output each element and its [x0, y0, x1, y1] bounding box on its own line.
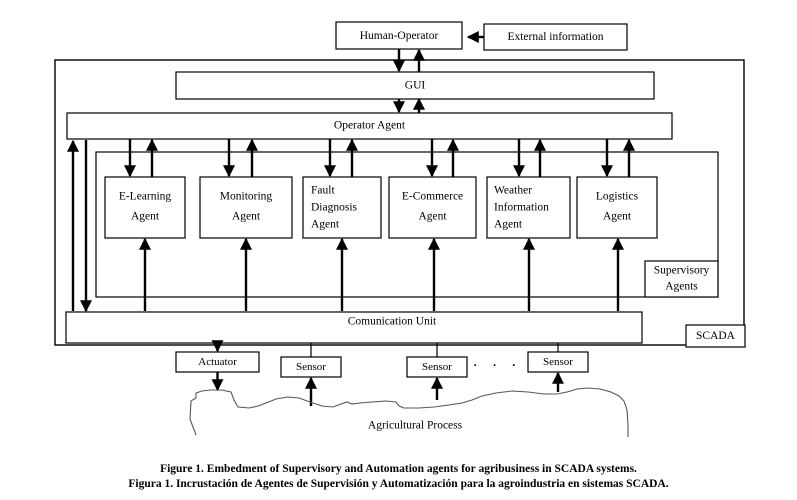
e-learning-agent-label-line2: Agent — [131, 211, 160, 223]
external-information-label: External information — [507, 31, 603, 43]
communication-unit-label: Comunication Unit — [348, 316, 437, 328]
figure-caption-english: Figure 1. Embedment of Supervisory and A… — [160, 463, 637, 475]
e-commerce-agent-label-line1: E-Commerce — [402, 191, 463, 203]
monitoring-agent-label-line1: Monitoring — [220, 191, 273, 203]
external-information-box — [483, 23, 628, 51]
logistics-agent-label-line2: Agent — [603, 211, 632, 223]
supervisory-agents-label-line1: Supervisory — [654, 265, 710, 277]
human-operator-box — [335, 21, 463, 50]
sensor-1-label: Sensor — [296, 361, 326, 373]
scada-label-box — [685, 324, 746, 348]
actuator-label: Actuator — [198, 356, 237, 368]
sensor-2-label: Sensor — [422, 361, 452, 373]
human-operator-label: Human-Operator — [360, 30, 439, 42]
fault-diagnosis-agent-label-line1: Fault — [311, 185, 335, 197]
logistics-agent-box — [576, 176, 658, 239]
supervisory-agents-label-line2: Agents — [665, 281, 698, 293]
e-learning-agent-label-line1: E-Learning — [119, 191, 172, 203]
gui-label: GUI — [405, 80, 426, 92]
weather-information-agent-label-line1: Weather — [494, 185, 532, 197]
weather-information-agent-label-line2: Information — [494, 202, 549, 214]
sensor-n-label: Sensor — [543, 356, 573, 368]
logistics-agent-label-line1: Logistics — [596, 191, 639, 203]
e-commerce-agent-label-line2: Agent — [418, 211, 447, 223]
supervisory-agents-container — [95, 151, 719, 298]
agricultural-process-terrain — [189, 387, 629, 437]
supervisory-agents-label-box — [644, 260, 719, 298]
weather-information-agent-label-line3: Agent — [494, 219, 523, 231]
fault-diagnosis-agent-label-line3: Agent — [311, 219, 340, 231]
sensor-ellipsis: · · · — [473, 358, 522, 375]
fault-diagnosis-agent-label-line2: Diagnosis — [311, 202, 358, 214]
operator-agent-box — [66, 112, 673, 140]
agricultural-process-label: Agricultural Process — [368, 420, 463, 432]
monitoring-agent-box — [199, 176, 293, 239]
figure-caption-spanish: Figura 1. Incrustación de Agentes de Sup… — [128, 478, 669, 490]
scada-label: SCADA — [696, 330, 736, 342]
e-commerce-agent-box — [388, 176, 477, 239]
communication-unit-box — [65, 311, 643, 344]
e-learning-agent-box — [104, 176, 186, 239]
operator-agent-label: Operator Agent — [334, 120, 406, 132]
monitoring-agent-label-line2: Agent — [232, 211, 261, 223]
